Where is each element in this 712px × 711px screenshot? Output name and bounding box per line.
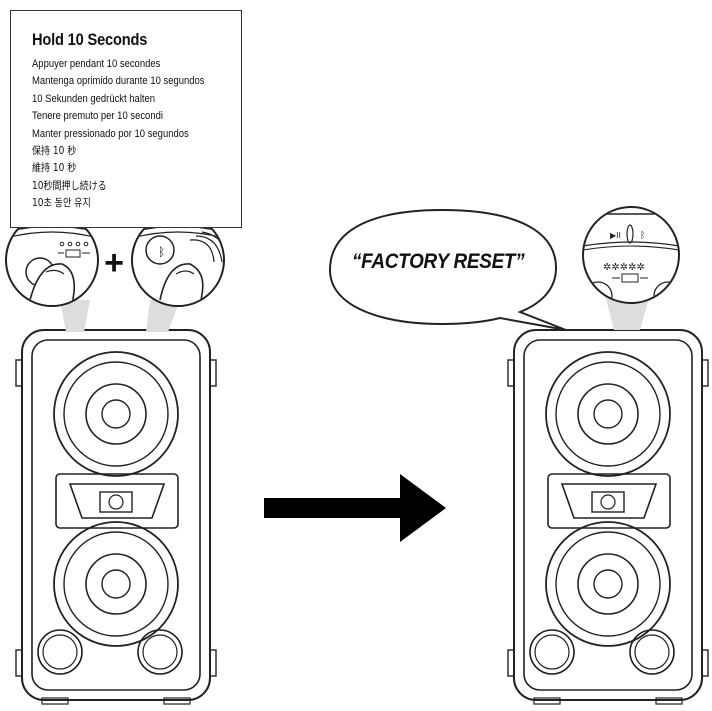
instruction-line-ja: 10秒間押し続ける [32,179,107,192]
callout-power-button [5,213,99,307]
battery-indicator-flashing-icon: ✲✲✲✲✲ [603,262,648,283]
plus-symbol: + [104,244,124,282]
speaker-after [507,329,709,705]
instruction-line-pt: Manter pressionado por 10 segundos [32,127,189,140]
instruction-line-ko: 10초 동안 유지 [32,197,91,210]
bluetooth-icon: ᛒ [158,245,165,259]
instruction-line-de: 10 Sekunden gedrückt halten [32,92,156,105]
zoom-wedge-right [605,295,650,330]
right-arrow-icon [264,474,446,542]
speech-bubble-text: “FACTORY RESET” [352,250,525,273]
speech-bubble [328,208,567,331]
instruction-line-it: Tenere premuto per 10 secondi [32,110,163,123]
instruction-line-fr: Appuyer pendant 10 secondes [32,58,161,70]
instruction-box: Hold 10 Seconds Appuyer pendant 10 secon… [10,10,242,228]
instruction-line-es: Mantenga oprimido durante 10 segundos [32,75,205,88]
speaker-before [15,329,217,705]
play-pause-icon: ▶II [610,231,621,240]
svg-text:✲✲✲✲✲: ✲✲✲✲✲ [603,262,645,273]
instruction-title: Hold 10 Seconds [32,30,148,49]
battery-indicator-icon [58,241,90,258]
bluetooth-icon: ᛒ [640,230,645,241]
callout-bluetooth-button: ᛒ [131,213,225,307]
zoom-wedge-left [60,300,180,332]
instruction-line-zh-tw: 維持 10 秒 [32,162,77,175]
callout-battery-flashing: ▶II ᛒ ✲✲✲✲✲ [582,206,680,304]
instruction-line-zh-cn: 保持 10 秒 [32,145,77,158]
